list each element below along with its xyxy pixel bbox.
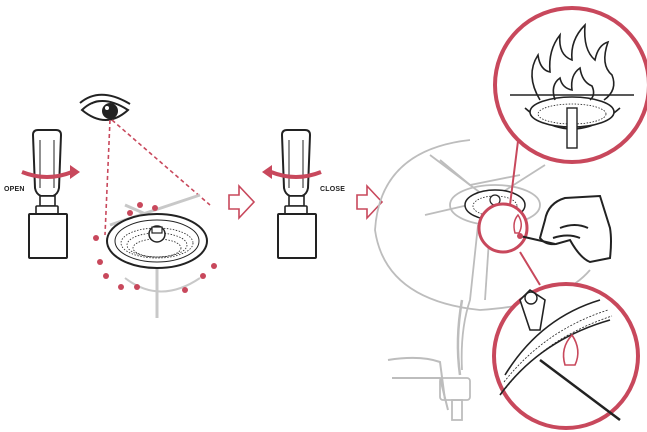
flame-icon [562, 333, 579, 366]
step-ignite [374, 6, 647, 430]
step-open: OPEN [4, 93, 217, 318]
valve-handle-close [277, 129, 317, 259]
focus-circle [477, 202, 529, 254]
flame-icon [513, 213, 522, 234]
step-close: CLOSE [262, 129, 345, 259]
rotate-arrow-icon [21, 165, 80, 179]
gas-drops [93, 202, 217, 293]
flame-icon [531, 22, 615, 101]
valve-handle-open [28, 129, 68, 259]
flow-arrow-icon [228, 183, 256, 221]
sight-lines [104, 119, 211, 236]
magnifier-circle-ignition [492, 282, 640, 430]
label-open: OPEN [4, 186, 25, 193]
burner-open [106, 193, 208, 318]
match-icon [517, 233, 556, 245]
magnifier-circle-flame [493, 6, 647, 164]
eye-icon [79, 93, 131, 121]
label-close: CLOSE [320, 186, 345, 193]
connector-bottom [519, 251, 541, 286]
hand-icon [538, 194, 612, 264]
flow-arrow-icon [356, 183, 384, 221]
rotate-arrow-icon [262, 165, 322, 179]
